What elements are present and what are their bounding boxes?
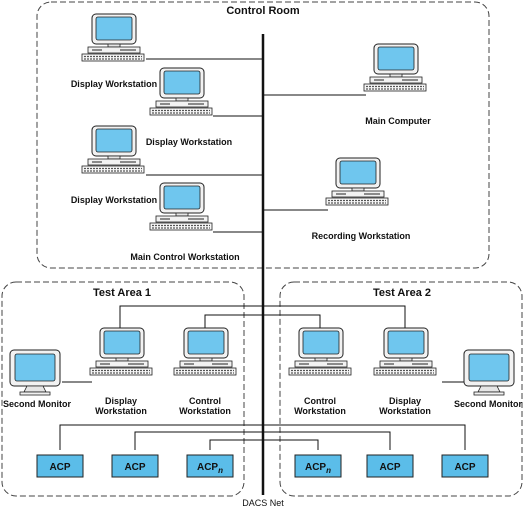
- display-workstation-3: Display Workstation: [71, 125, 157, 205]
- test-area-1-display-workstation: Display Workstation: [89, 327, 153, 416]
- svg-text:Workstation: Workstation: [179, 406, 231, 416]
- test-area-2-title: Test Area 2: [373, 287, 431, 299]
- svg-text:ACP: ACP: [124, 462, 145, 473]
- svg-text:Display: Display: [105, 396, 137, 406]
- test-area-2-acp-n: ACPn: [294, 454, 342, 478]
- svg-text:Main Computer: Main Computer: [365, 116, 431, 126]
- test-area-1-links: [59, 305, 263, 450]
- svg-text:Main Control Workstation: Main Control Workstation: [130, 252, 239, 262]
- control-room-frame: [36, 1, 490, 269]
- test-area-2-acp-1: ACP: [366, 454, 414, 478]
- test-area-1-control-workstation: Control Workstation: [173, 327, 237, 416]
- test-area-2-control-workstation: Control Workstation: [288, 327, 352, 416]
- test-area-1-acp-1: ACP: [36, 454, 84, 478]
- svg-text:Second Monitor: Second Monitor: [3, 399, 71, 409]
- main-computer: Main Computer: [363, 43, 431, 126]
- svg-text:Display Workstation: Display Workstation: [71, 79, 157, 89]
- test-area-1-second-monitor: Second Monitor: [3, 349, 71, 409]
- svg-text:ACP: ACP: [454, 462, 475, 473]
- svg-text:Workstation: Workstation: [379, 406, 431, 416]
- svg-text:Second Monitor: Second Monitor: [454, 399, 522, 409]
- dacs-net-label: DACS Net: [242, 498, 284, 508]
- svg-text:Display Workstation: Display Workstation: [71, 195, 157, 205]
- test-area-2-display-workstation: Display Workstation: [373, 327, 437, 416]
- test-area-2-acp-2: ACP: [441, 454, 489, 478]
- display-workstation-2: Display Workstation: [146, 67, 232, 147]
- test-area-2-frame: [279, 281, 523, 497]
- recording-workstation: Recording Workstation: [312, 157, 411, 241]
- svg-text:Workstation: Workstation: [294, 406, 346, 416]
- main-control-workstation: Main Control Workstation: [130, 182, 240, 262]
- test-area-1-acp-n: ACPn: [186, 454, 234, 478]
- svg-text:Display: Display: [389, 396, 421, 406]
- display-workstation-1: Display Workstation: [71, 13, 157, 89]
- svg-text:Display Workstation: Display Workstation: [146, 137, 232, 147]
- svg-text:ACP: ACP: [379, 462, 400, 473]
- control-room-links: [146, 58, 366, 233]
- svg-text:Control: Control: [304, 396, 336, 406]
- test-area-2-links: [263, 305, 466, 450]
- svg-text:Workstation: Workstation: [95, 406, 147, 416]
- test-area-1-title: Test Area 1: [93, 287, 151, 299]
- svg-text:Control: Control: [189, 396, 221, 406]
- test-area-1-acp-2: ACP: [111, 454, 159, 478]
- svg-text:Recording Workstation: Recording Workstation: [312, 231, 411, 241]
- svg-text:ACPn: ACPn: [305, 462, 331, 475]
- svg-text:ACPn: ACPn: [197, 462, 223, 475]
- control-room-title: Control Room: [226, 5, 300, 17]
- test-area-2-second-monitor: Second Monitor: [454, 349, 522, 409]
- test-area-1-frame: [1, 281, 245, 497]
- svg-text:ACP: ACP: [49, 462, 70, 473]
